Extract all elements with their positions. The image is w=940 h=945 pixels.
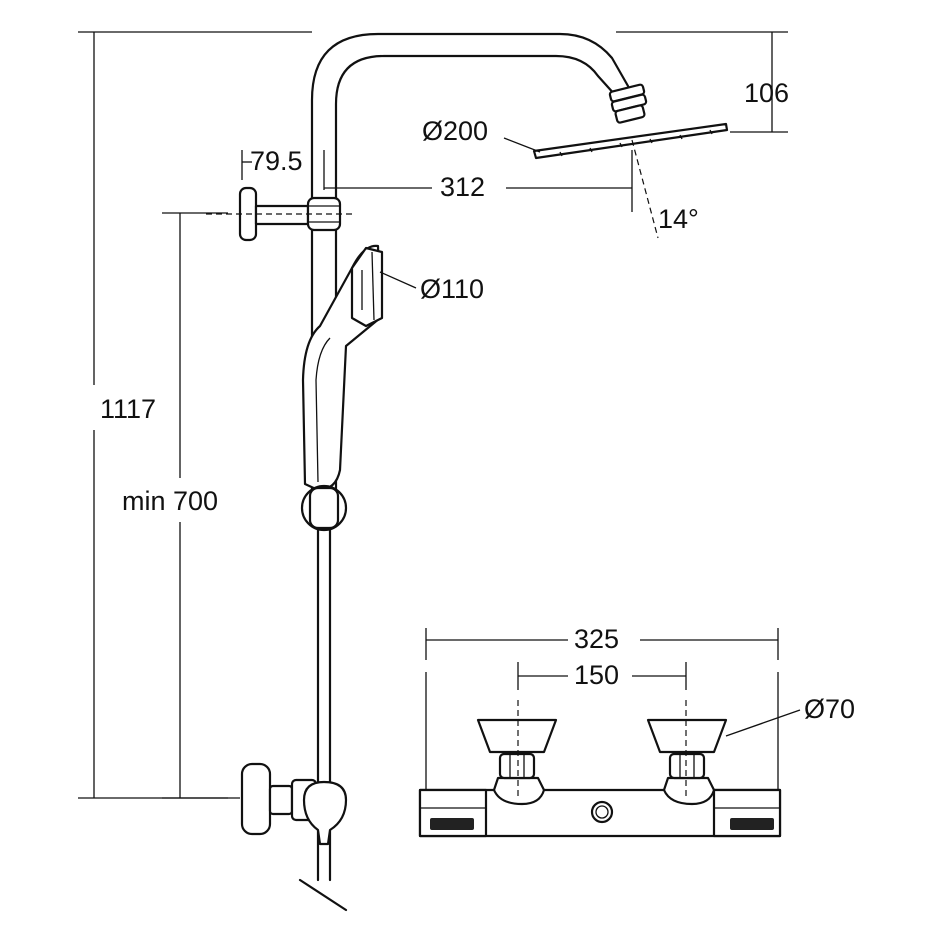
overhead-shower-head xyxy=(532,122,729,160)
label-hand-shower-diameter: Ø110 xyxy=(420,274,484,304)
label-min-height: min 700 xyxy=(122,486,218,516)
dimension-lines xyxy=(78,31,801,800)
wall-bracket xyxy=(238,186,342,242)
thermostatic-valve xyxy=(418,718,782,838)
hand-shower xyxy=(301,244,384,492)
label-head-drop: 106 xyxy=(744,78,789,108)
label-knob-diameter: Ø70 xyxy=(804,694,855,724)
label-wall-offset: 79.5 xyxy=(250,146,303,176)
dimension-labels: 1117 min 700 79.5 312 106 Ø200 14° Ø110 … xyxy=(100,78,855,724)
label-head-angle: 14° xyxy=(658,204,699,234)
lower-outlet xyxy=(240,762,348,846)
label-valve-width: 325 xyxy=(574,624,619,654)
label-valve-centres: 150 xyxy=(574,660,619,690)
label-arm-reach: 312 xyxy=(440,172,485,202)
slider-holder xyxy=(300,484,348,532)
label-total-height: 1117 xyxy=(100,394,156,424)
head-connector xyxy=(608,83,648,124)
shower-hose xyxy=(298,526,348,912)
label-head-diameter: Ø200 xyxy=(422,116,488,146)
